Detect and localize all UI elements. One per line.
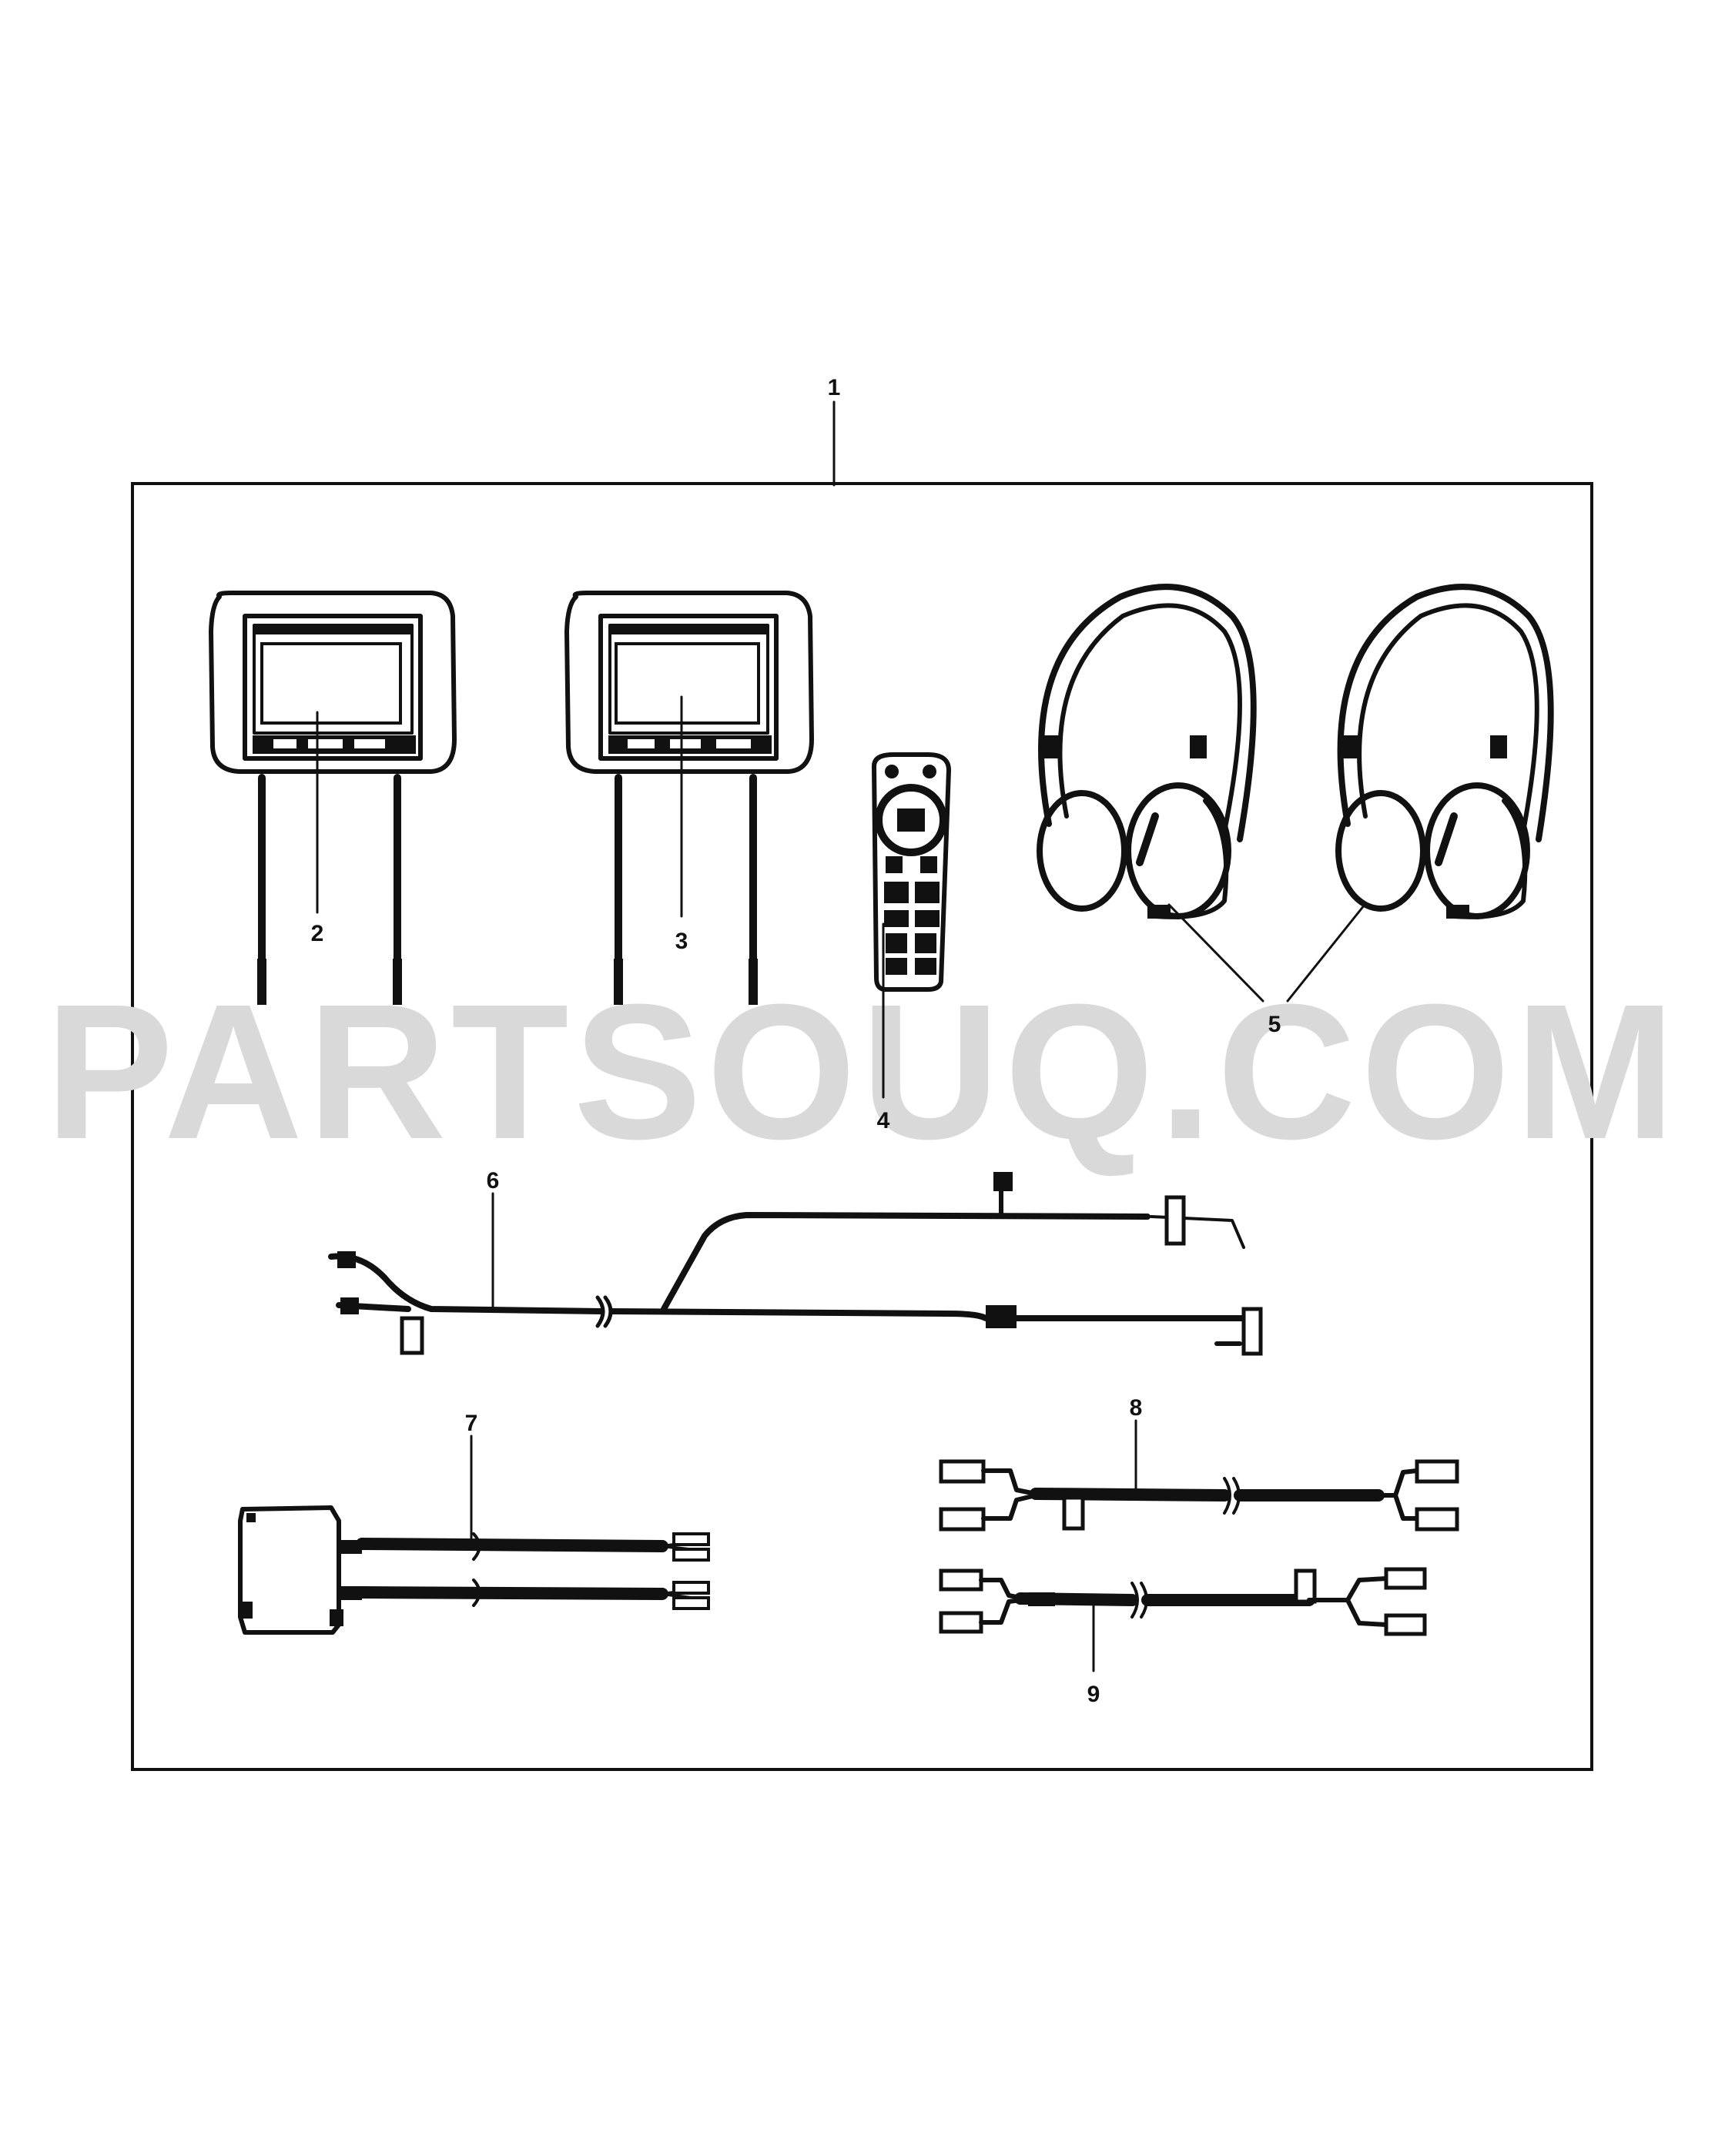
callout-8: 8 — [1130, 1395, 1143, 1421]
remote-control — [872, 752, 951, 992]
callout-6: 6 — [487, 1168, 500, 1194]
video-cable-b — [939, 1567, 1427, 1636]
headrest-monitor-right — [564, 591, 814, 1005]
headphones-left — [1037, 584, 1257, 919]
control-module-harness — [238, 1505, 710, 1635]
callout-9: 9 — [1087, 1682, 1100, 1707]
headrest-monitor-left — [209, 591, 457, 1005]
callout-3: 3 — [675, 929, 688, 954]
video-cable-a — [939, 1459, 1459, 1532]
callout-1: 1 — [828, 375, 841, 400]
wiring-harness-main — [328, 1172, 1263, 1356]
callout-7: 7 — [465, 1411, 478, 1436]
callout-5: 5 — [1268, 1012, 1281, 1037]
headphones-right — [1335, 584, 1554, 919]
leader-5a — [1167, 903, 1264, 1003]
leader-5b — [1286, 903, 1366, 1003]
assembly-frame — [131, 482, 1593, 1771]
watermark: PARTSOUQ.COM — [45, 964, 1680, 1179]
callout-2: 2 — [311, 921, 324, 946]
callout-4: 4 — [877, 1108, 890, 1133]
